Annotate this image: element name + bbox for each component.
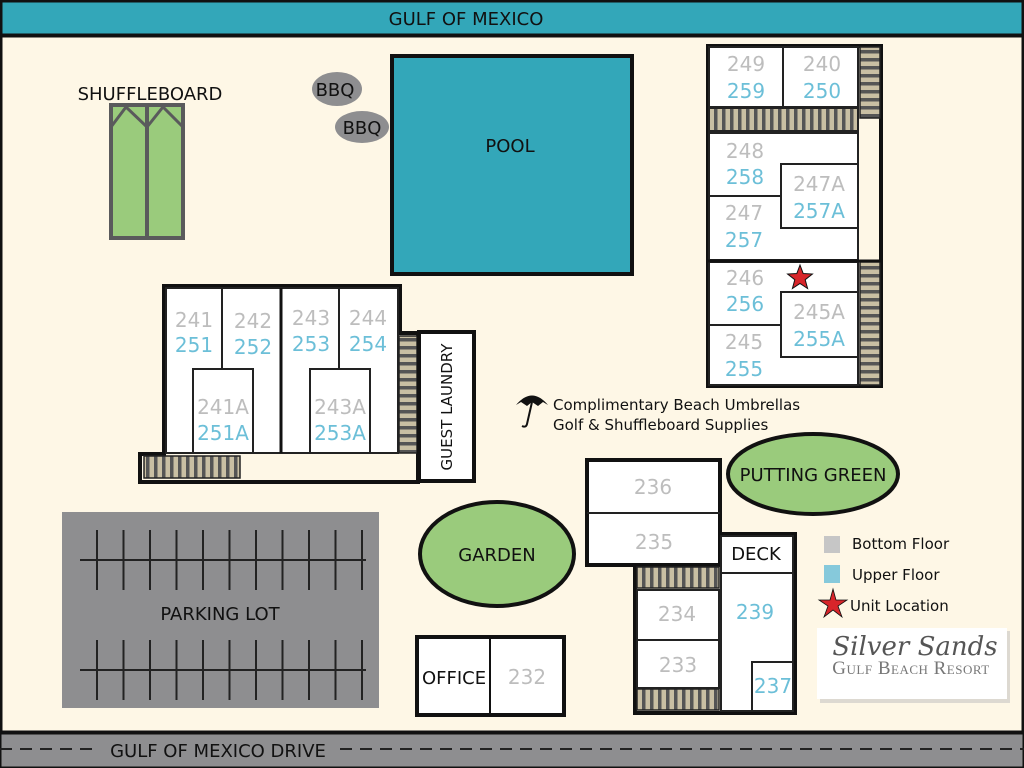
unit-233: 233: [659, 653, 697, 677]
unit-242: 242: [234, 309, 272, 333]
unit-246: 246: [726, 266, 764, 290]
building-east: [706, 44, 883, 388]
road-label-bg: [98, 738, 338, 762]
unit-239: 239: [736, 600, 774, 624]
unit-243: 243: [292, 306, 330, 330]
unit-247: 247: [725, 201, 763, 225]
legend-unit-location: Unit Location: [850, 597, 949, 615]
unit-253: 253: [292, 332, 330, 356]
unit-244: 244: [349, 306, 387, 330]
unit-249: 249: [727, 52, 765, 76]
unit-234: 234: [658, 602, 696, 626]
office-label: OFFICE: [422, 668, 486, 689]
unit-241a: 241A: [197, 395, 249, 419]
unit-245a: 245A: [793, 300, 845, 324]
gulf-of-mexico: [0, 0, 1024, 37]
garden: [418, 500, 576, 608]
parking-lot-label: PARKING LOT: [160, 604, 280, 625]
water-label: GULF OF MEXICO: [389, 9, 544, 30]
pool: [390, 54, 634, 276]
unit-232: 232: [508, 665, 546, 689]
bbq-label: BBQ: [343, 118, 382, 139]
unit-254: 254: [349, 332, 387, 356]
unit-243a: 243A: [314, 395, 366, 419]
unit-252: 252: [234, 335, 272, 359]
deck-label: DECK: [731, 544, 782, 565]
bbq-label: BBQ: [316, 80, 355, 101]
resort-logo: Silver Sands Gulf Beach Resort: [817, 628, 1010, 703]
unit-257a: 257A: [793, 199, 845, 223]
building-south: [585, 458, 797, 715]
unit-255: 255: [725, 357, 763, 381]
putting-green: [726, 432, 900, 516]
legend-upper-floor: Upper Floor: [852, 566, 940, 584]
umbrella-icon: [516, 395, 548, 428]
unit-247a: 247A: [793, 172, 845, 196]
unit-241: 241: [175, 308, 213, 332]
unit-236: 236: [634, 475, 672, 499]
upper-floor-swatch: [824, 565, 840, 583]
bbq-grill: [335, 111, 389, 143]
bbq-grill: [312, 72, 362, 106]
logo-line1: Silver Sands: [832, 632, 997, 662]
unit-257: 257: [725, 228, 763, 252]
unit-258: 258: [726, 165, 764, 189]
shuffleboard-court: [109, 103, 185, 240]
unit-255a: 255A: [793, 327, 845, 351]
unit-250: 250: [803, 79, 841, 103]
unit-251: 251: [175, 333, 213, 357]
pool-label: POOL: [485, 136, 534, 157]
logo-line2: Gulf Beach Resort: [832, 658, 989, 679]
guest-laundry-label: GUEST LAUNDRY: [438, 343, 456, 471]
road-label: GULF OF MEXICO DRIVE: [110, 741, 326, 762]
legend-bottom-floor: Bottom Floor: [852, 535, 950, 553]
unit-235: 235: [635, 530, 673, 554]
putting-green-label: PUTTING GREEN: [740, 465, 887, 486]
garden-label: GARDEN: [458, 545, 535, 566]
unit-237: 237: [754, 674, 792, 698]
unit-240: 240: [803, 52, 841, 76]
bottom-floor-swatch: [824, 536, 840, 553]
amenity-umbrellas: Complimentary Beach Umbrellas: [553, 396, 800, 414]
unit-location-star-icon: [786, 263, 814, 290]
guest-laundry: [417, 330, 476, 483]
building-west: [138, 284, 420, 484]
shuffleboard-label: SHUFFLEBOARD: [78, 84, 223, 105]
amenity-supplies: Golf & Shuffleboard Supplies: [553, 416, 768, 434]
unit-253a: 253A: [314, 421, 366, 445]
legend: Bottom Floor Upper Floor Unit Location: [817, 535, 950, 619]
unit-245: 245: [725, 330, 763, 354]
unit-248: 248: [726, 139, 764, 163]
unit-259: 259: [727, 79, 765, 103]
unit-251a: 251A: [197, 421, 249, 445]
star-icon: [817, 587, 849, 619]
unit-256: 256: [726, 292, 764, 316]
parking-lot: [62, 512, 379, 708]
